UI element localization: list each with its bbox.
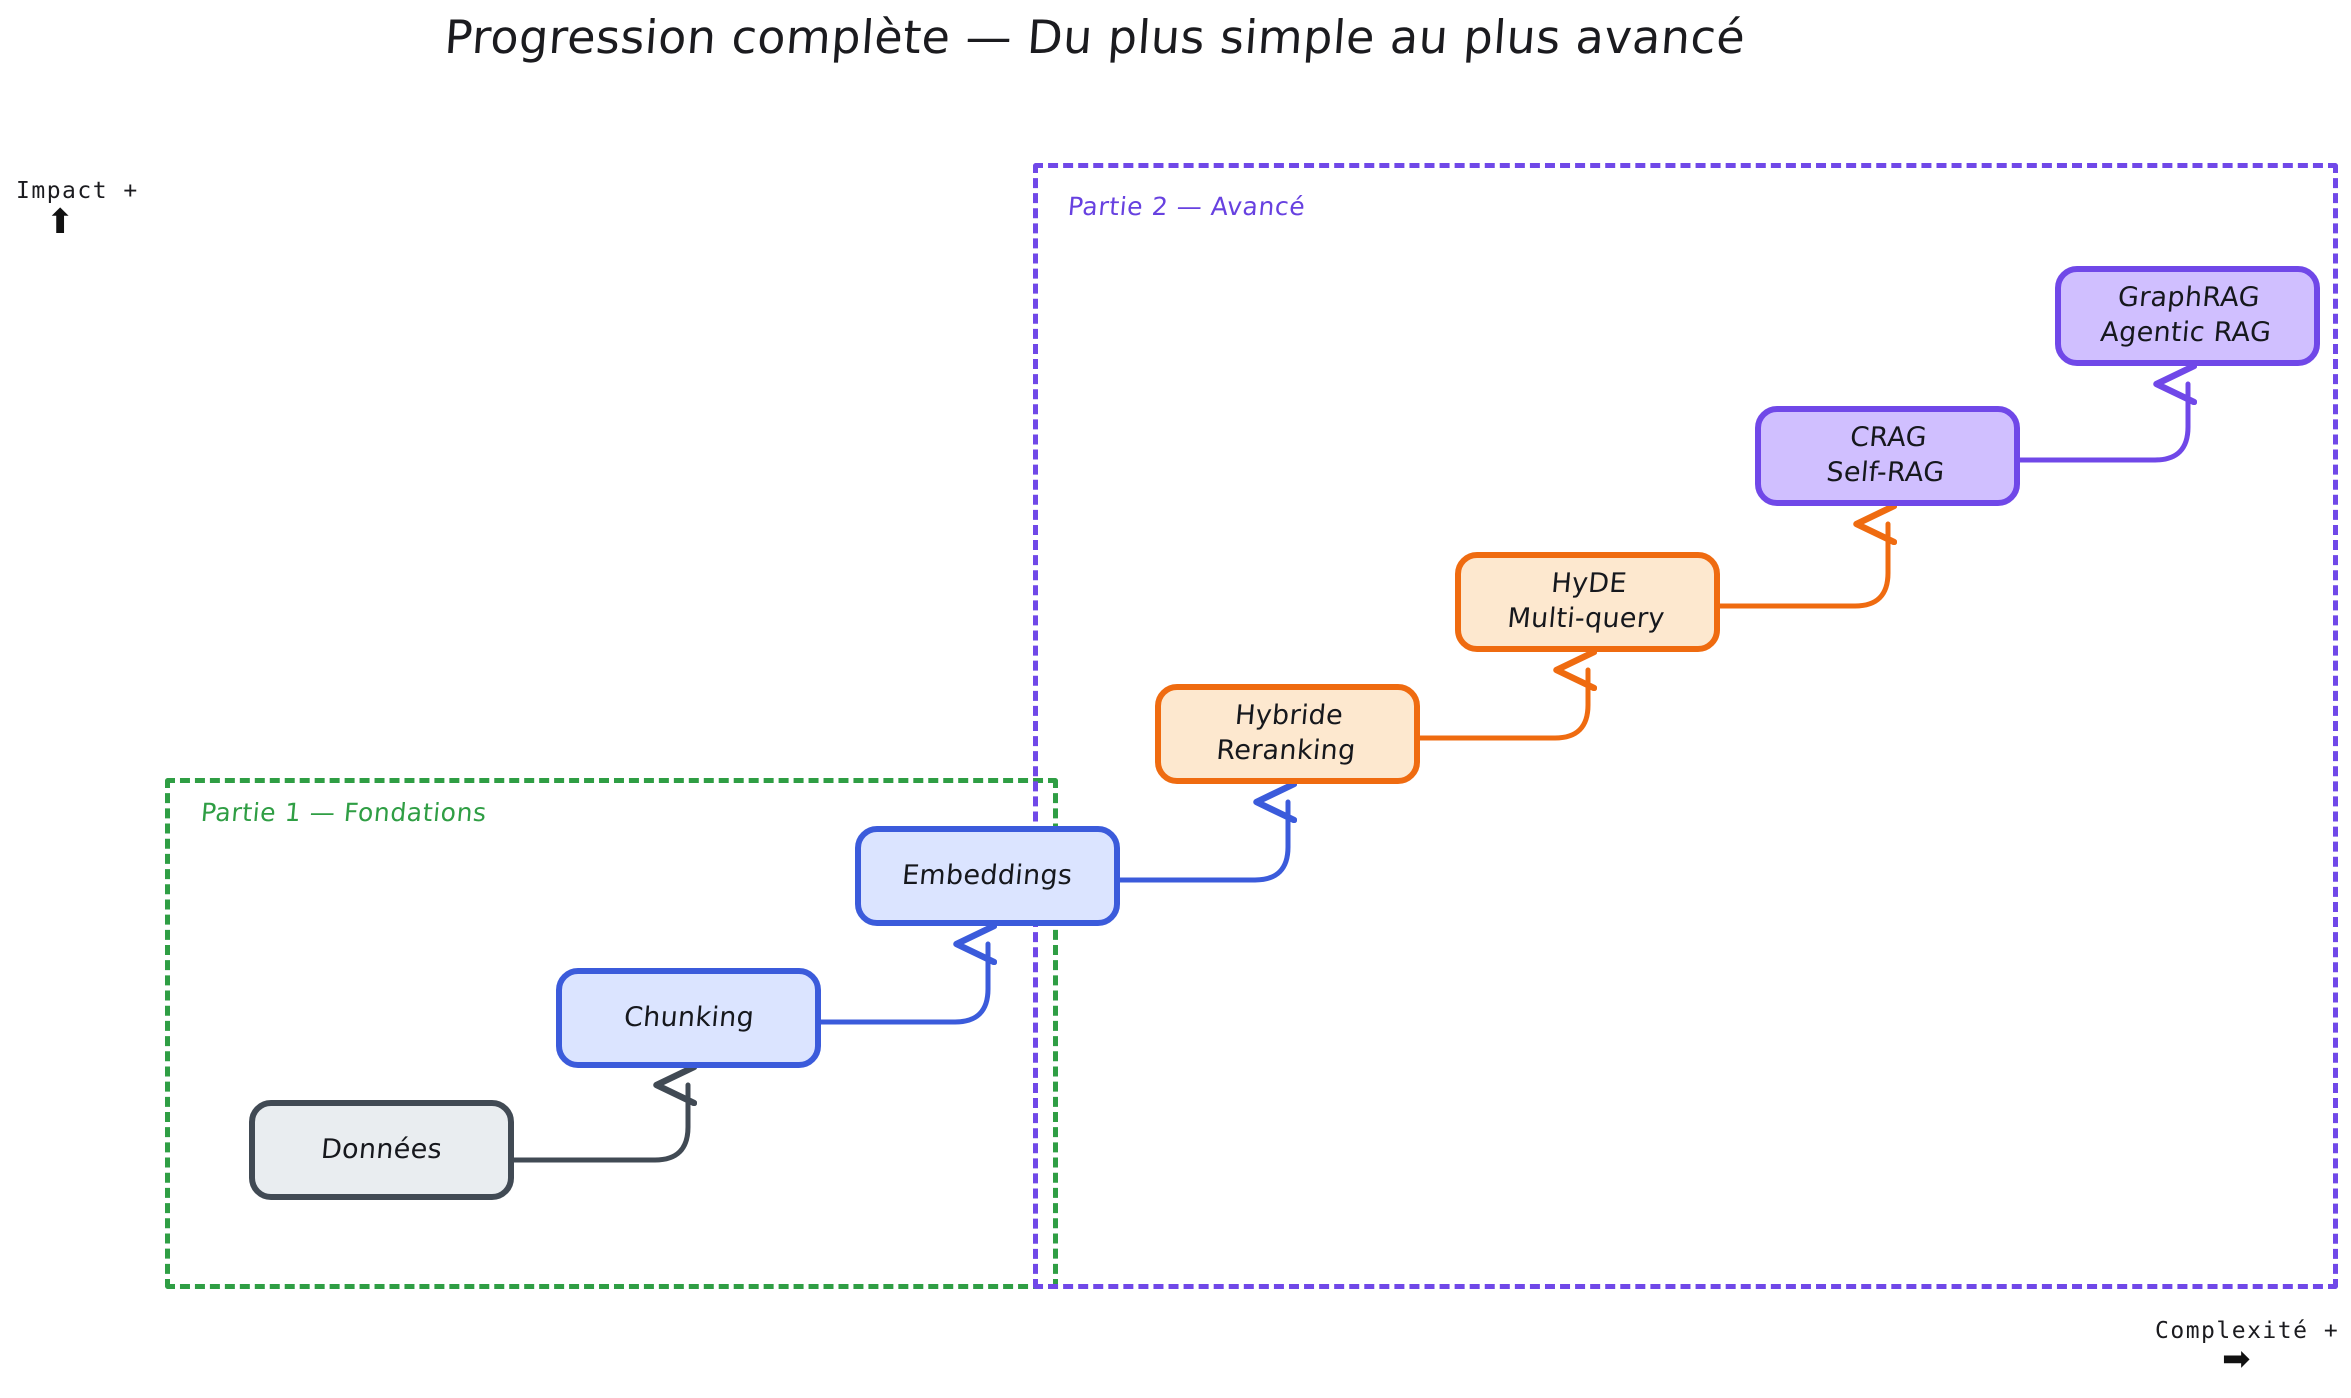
node-hyde-line2: Multi-query xyxy=(1506,603,1666,634)
group-frame-partie-1 xyxy=(165,778,1058,1289)
node-donnees-label: Données xyxy=(319,1133,444,1165)
node-crag-line1: CRAG xyxy=(1849,422,1929,454)
node-hyde-line1: HyDE xyxy=(1550,568,1629,600)
group-label-partie-1: Partie 1 — Fondations xyxy=(199,798,489,827)
y-axis-label: Impact + xyxy=(16,178,139,204)
node-graphrag-line2: Agentic RAG xyxy=(2099,317,2273,348)
node-hyde-label: HyDE Multi-query xyxy=(1506,567,1669,636)
group-label-partie-2: Partie 2 — Avancé xyxy=(1066,192,1307,221)
group-frame-partie-2 xyxy=(1033,163,2338,1289)
node-graphrag-line1: GraphRAG xyxy=(2116,282,2262,314)
node-crag-selfrag[interactable]: CRAG Self-RAG xyxy=(1755,406,2020,506)
node-hybride-reranking[interactable]: Hybride Reranking xyxy=(1155,684,1420,784)
node-chunking-label: Chunking xyxy=(622,1001,755,1033)
x-axis-label: Complexité + xyxy=(2155,1318,2340,1344)
node-chunking[interactable]: Chunking xyxy=(556,968,821,1068)
up-arrow-icon: ⬆ xyxy=(46,202,75,242)
node-donnees[interactable]: Données xyxy=(249,1100,514,1200)
node-crag-line2: Self-RAG xyxy=(1825,457,1947,488)
node-crag-label: CRAG Self-RAG xyxy=(1825,421,1949,490)
node-hybride-line2: Reranking xyxy=(1215,735,1357,766)
node-embeddings[interactable]: Embeddings xyxy=(855,826,1120,926)
node-hyde-multiquery[interactable]: HyDE Multi-query xyxy=(1455,552,1720,652)
node-graphrag-agenticrag[interactable]: GraphRAG Agentic RAG xyxy=(2055,266,2320,366)
page-title: Progression complète — Du plus simple au… xyxy=(442,10,1748,64)
right-arrow-icon: ➡ xyxy=(2222,1339,2251,1379)
node-hybride-label: Hybride Reranking xyxy=(1215,699,1360,768)
node-embeddings-label: Embeddings xyxy=(901,859,1075,891)
node-hybride-line1: Hybride xyxy=(1233,700,1345,732)
node-graphrag-label: GraphRAG Agentic RAG xyxy=(2099,281,2276,350)
